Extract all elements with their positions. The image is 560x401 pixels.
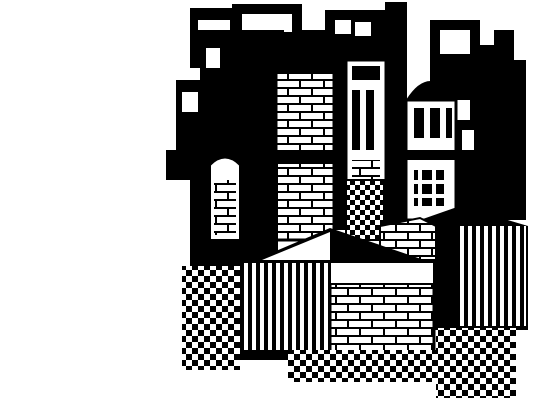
checker-bottom	[288, 350, 448, 382]
tower-domed	[404, 81, 496, 222]
checker-right	[436, 328, 516, 398]
ground-dark	[240, 350, 288, 360]
building-striped-right	[379, 206, 528, 330]
checker-tower	[345, 179, 385, 241]
building-front	[239, 228, 436, 354]
building-arched	[190, 155, 278, 275]
tower-brick	[274, 48, 356, 242]
checker-left	[182, 266, 240, 370]
